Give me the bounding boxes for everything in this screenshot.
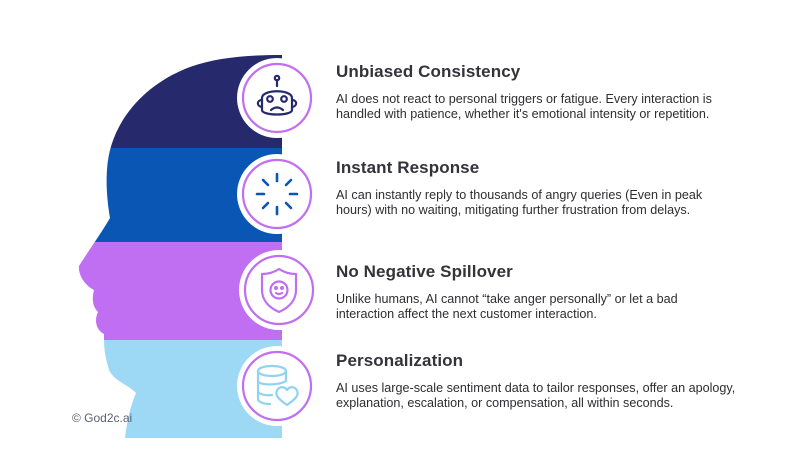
shield-icon-circle: [239, 250, 319, 330]
shield-face-icon: [260, 267, 298, 314]
feature-description: Unlike humans, AI cannot “take anger per…: [336, 292, 678, 322]
feature-no-negative-spillover: No Negative Spillover Unlike humans, AI …: [336, 262, 736, 323]
feature-personalization: Personalization AI uses large-scale sent…: [336, 351, 736, 412]
feature-instant-response: Instant Response AI can instantly reply …: [336, 158, 736, 219]
spinner-icon-circle: [237, 154, 317, 234]
database-icon-circle: [237, 346, 317, 426]
robot-icon-circle: [237, 58, 317, 138]
feature-description: AI does not react to personal triggers o…: [336, 92, 712, 122]
feature-title: No Negative Spillover: [336, 262, 513, 281]
feature-description: AI uses large-scale sentiment data to ta…: [336, 381, 736, 411]
loading-spinner-icon: [255, 172, 299, 216]
copyright-text: © God2c.ai: [72, 411, 133, 425]
feature-description: AI can instantly reply to thousands of a…: [336, 188, 703, 218]
feature-unbiased-consistency: Unbiased Consistency AI does not react t…: [336, 62, 736, 123]
robot-icon: [256, 74, 298, 116]
feature-title: Instant Response: [336, 158, 480, 177]
feature-title: Unbiased Consistency: [336, 62, 521, 81]
feature-title: Personalization: [336, 351, 464, 370]
database-heart-icon: [256, 364, 299, 407]
